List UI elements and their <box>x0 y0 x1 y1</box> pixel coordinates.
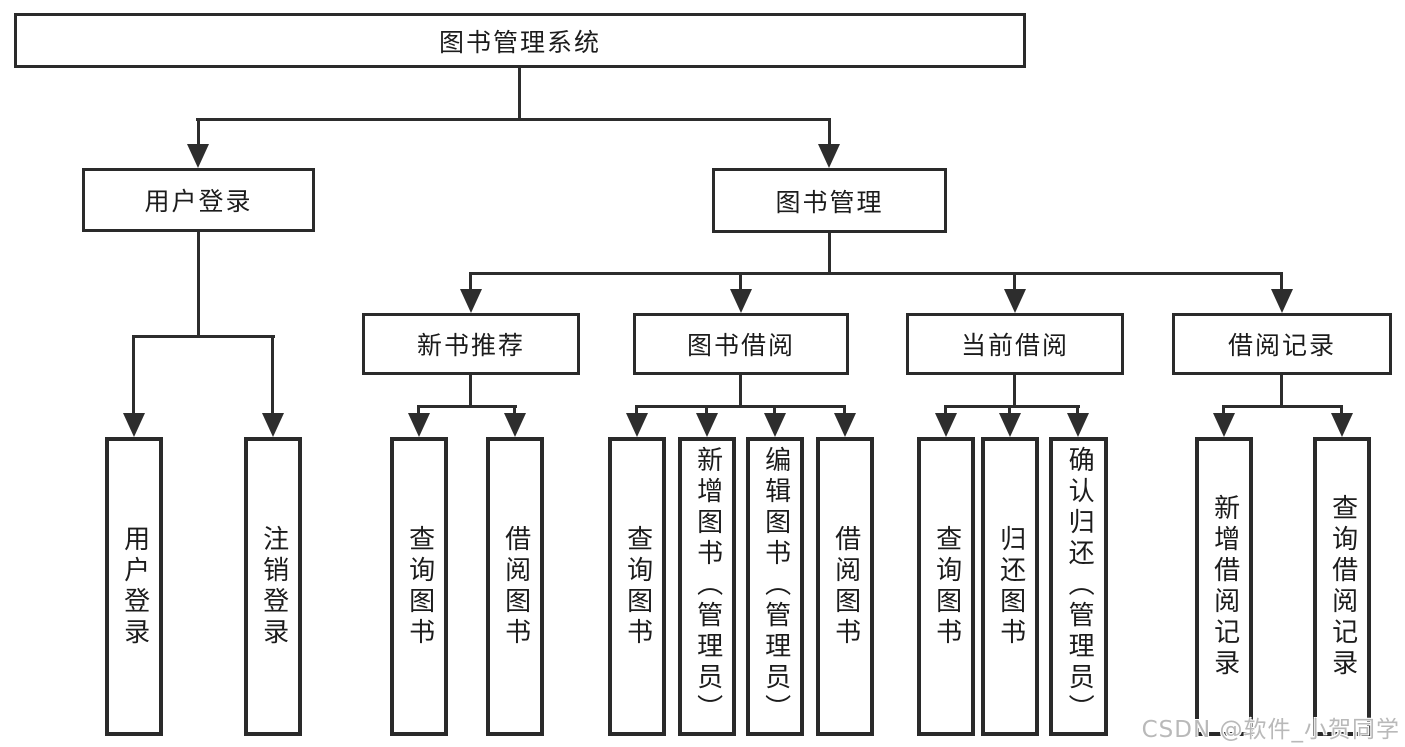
leaf-label: 查询图书 <box>931 524 962 649</box>
leaf-user-login: 用户登录 <box>105 437 163 736</box>
arrowhead <box>696 413 718 437</box>
watermark: CSDN @软件_小贺同学 <box>1141 717 1400 743</box>
arrowhead <box>123 413 145 437</box>
arrow-shaft <box>513 405 516 417</box>
arrow-shaft <box>197 118 200 148</box>
arrow-shaft <box>739 272 742 292</box>
node-book-management: 图书管理 <box>712 168 947 233</box>
arrowhead <box>1271 289 1293 313</box>
leaf-label: 查询借阅记录 <box>1327 493 1358 680</box>
leaf-borrow-books: 借阅图书 <box>816 437 874 736</box>
leaf-confirm-return-admin: 确认归还（管理员） <box>1049 437 1108 736</box>
arrow-shaft <box>828 118 831 148</box>
arrowhead <box>1213 413 1235 437</box>
leaf-label: 新增图书（管理员） <box>692 446 723 725</box>
node-label: 当前借阅 <box>960 331 1069 360</box>
arrow-shaft <box>773 405 776 417</box>
node-label: 图书借阅 <box>686 331 795 360</box>
leaf-label: 用户登录 <box>119 524 150 649</box>
leaf-add-borrow-record: 新增借阅记录 <box>1195 437 1253 736</box>
node-current-borrowing: 当前借阅 <box>906 313 1124 375</box>
node-label: 用户登录 <box>144 187 253 216</box>
connector-rail <box>944 405 1080 408</box>
arrow-shaft <box>469 272 472 292</box>
arrow-shaft <box>1008 405 1011 417</box>
connector-rail <box>635 405 846 408</box>
connector-stem <box>1280 375 1283 407</box>
leaf-label: 借阅图书 <box>500 524 531 649</box>
leaf-query-books: 查询图书 <box>917 437 975 736</box>
arrow-shaft <box>1280 272 1283 292</box>
arrow-shaft <box>1013 272 1016 292</box>
leaf-logout: 注销登录 <box>244 437 302 736</box>
leaf-add-book-admin: 新增图书（管理员） <box>678 437 736 736</box>
arrowhead <box>460 289 482 313</box>
arrowhead <box>818 144 840 168</box>
arrow-shaft <box>417 405 420 417</box>
leaf-label: 借阅图书 <box>830 524 861 649</box>
arrow-shaft <box>271 335 274 415</box>
leaf-borrow-books: 借阅图书 <box>486 437 544 736</box>
arrowhead <box>834 413 856 437</box>
leaf-query-borrow-record: 查询借阅记录 <box>1313 437 1371 736</box>
leaf-query-books: 查询图书 <box>608 437 666 736</box>
leaf-query-books: 查询图书 <box>390 437 448 736</box>
arrow-shaft <box>705 405 708 417</box>
arrowhead <box>626 413 648 437</box>
node-label: 新书推荐 <box>416 331 525 360</box>
node-user-login: 用户登录 <box>82 168 315 232</box>
leaf-label: 新增借阅记录 <box>1209 493 1240 680</box>
arrowhead <box>408 413 430 437</box>
connector-stem <box>828 233 831 275</box>
connector-rail <box>1222 405 1343 408</box>
connector-stem <box>1013 375 1016 407</box>
node-label: 图书管理系统 <box>438 27 601 57</box>
connector-stem <box>469 375 472 407</box>
connector-rail <box>132 335 275 338</box>
leaf-edit-book-admin: 编辑图书（管理员） <box>746 437 804 736</box>
node-root: 图书管理系统 <box>14 13 1026 68</box>
connector-stem <box>197 232 200 338</box>
arrowhead <box>999 413 1021 437</box>
arrow-shaft <box>1076 405 1079 417</box>
arrow-shaft <box>843 405 846 417</box>
arrowhead <box>730 289 752 313</box>
node-new-book-recommend: 新书推荐 <box>362 313 580 375</box>
connector-stem <box>518 68 521 120</box>
arrowhead <box>1331 413 1353 437</box>
arrowhead <box>1004 289 1026 313</box>
arrow-shaft <box>1340 405 1343 417</box>
arrow-shaft <box>1222 405 1225 417</box>
arrowhead <box>262 413 284 437</box>
leaf-label: 注销登录 <box>258 524 289 649</box>
connector-rail <box>196 118 831 121</box>
arrowhead <box>187 144 209 168</box>
leaf-label: 归还图书 <box>995 524 1026 649</box>
leaf-label: 查询图书 <box>404 524 435 649</box>
arrowhead <box>764 413 786 437</box>
node-borrowing-records: 借阅记录 <box>1172 313 1392 375</box>
node-label: 图书管理 <box>775 187 884 217</box>
connector-rail <box>417 405 517 408</box>
leaf-label: 编辑图书（管理员） <box>760 446 791 725</box>
node-label: 借阅记录 <box>1227 331 1336 360</box>
leaf-label: 查询图书 <box>622 524 653 649</box>
node-book-borrowing: 图书借阅 <box>633 313 849 375</box>
arrow-shaft <box>132 335 135 415</box>
arrowhead <box>1067 413 1089 437</box>
arrowhead <box>935 413 957 437</box>
leaf-label: 确认归还（管理员） <box>1064 446 1095 725</box>
connector-rail <box>469 272 1282 275</box>
arrow-shaft <box>944 405 947 417</box>
leaf-return-books: 归还图书 <box>981 437 1039 736</box>
arrow-shaft <box>635 405 638 417</box>
connector-stem <box>739 375 742 407</box>
arrowhead <box>504 413 526 437</box>
